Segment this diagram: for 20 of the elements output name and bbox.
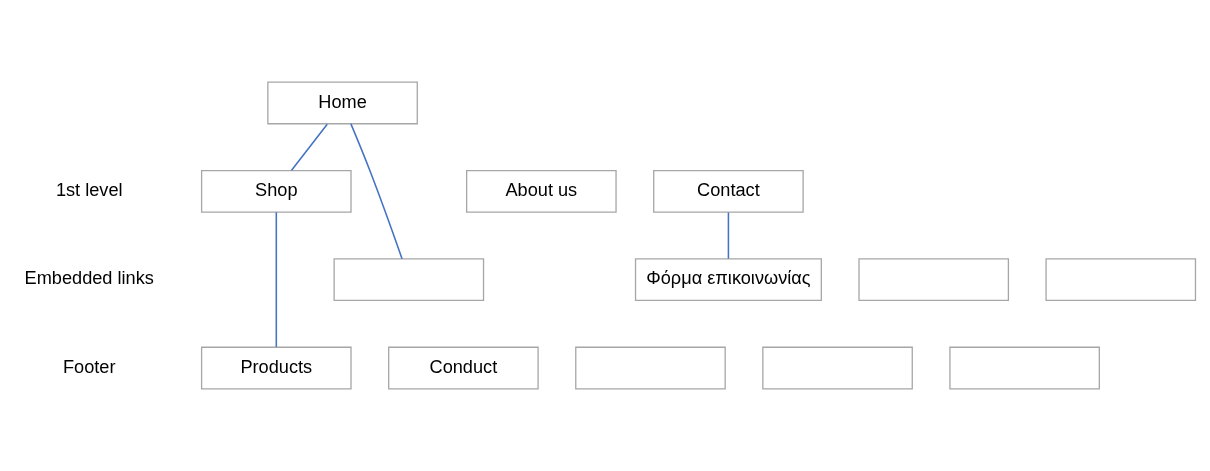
- node-box: Contact: [653, 169, 804, 213]
- node-box: [858, 258, 1010, 302]
- connector: [290, 123, 328, 172]
- connector: [727, 211, 730, 260]
- node-box: [333, 258, 485, 302]
- node-box: Products: [200, 346, 352, 390]
- connector: [350, 123, 403, 260]
- node-box: [949, 346, 1100, 390]
- node-box: Φόρμα επικοινωνίας: [634, 258, 822, 302]
- node-box: About us: [466, 169, 617, 213]
- label: 1st level: [55, 180, 123, 201]
- node-box: Home: [267, 81, 418, 125]
- node-box: [762, 346, 913, 390]
- connector: [275, 211, 278, 348]
- node-box: [1045, 258, 1197, 302]
- node-box: [575, 346, 726, 390]
- label: Footer: [62, 356, 116, 377]
- label: Embedded links: [24, 268, 154, 289]
- node-box: Conduct: [388, 346, 539, 390]
- node-box: Shop: [200, 169, 352, 213]
